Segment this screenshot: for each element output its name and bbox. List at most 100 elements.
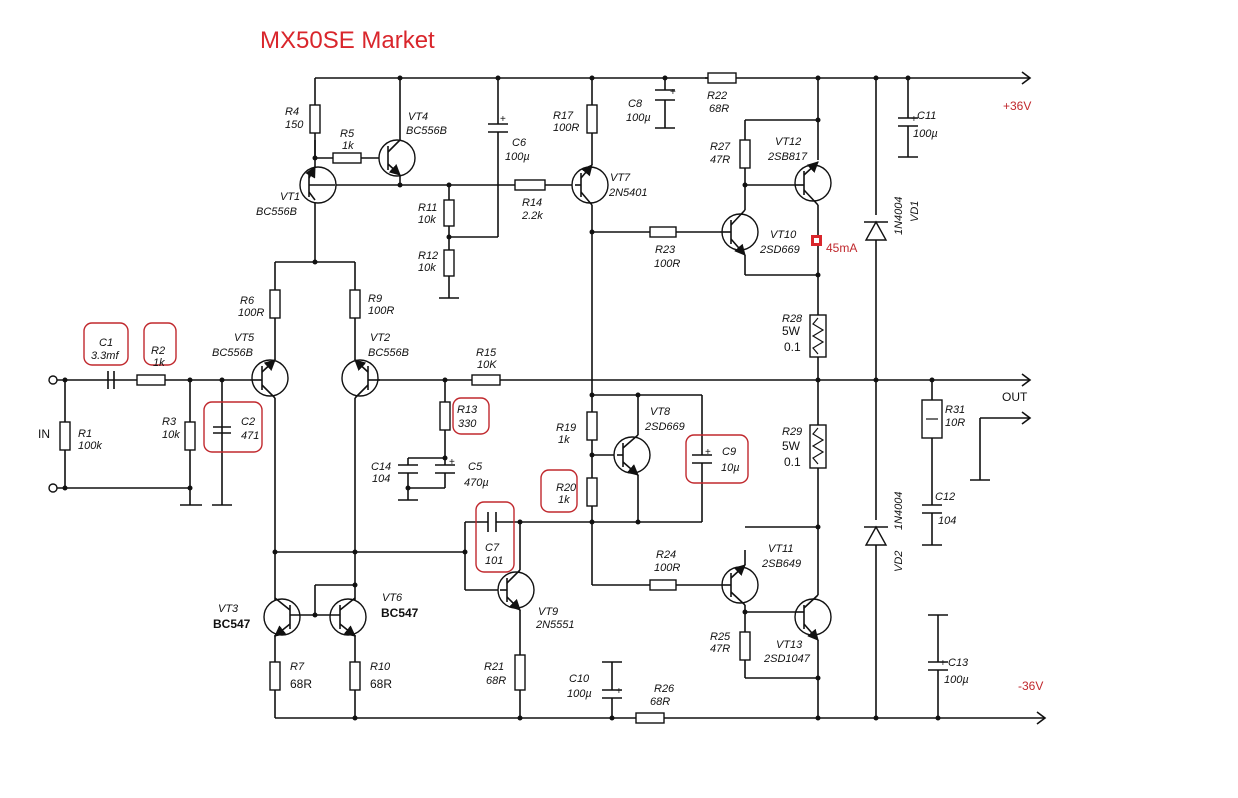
vt4-ref: VT4 (408, 111, 428, 123)
c14-val: 104 (372, 473, 390, 485)
r17-val: 100R (553, 122, 579, 134)
c7-ref: C7 (485, 542, 500, 554)
c9-ref: C9 (722, 446, 736, 458)
r5-ref: R5 (340, 128, 355, 140)
r7-ref: R7 (290, 661, 305, 673)
vt9-val: 2N5551 (535, 619, 575, 631)
svg-text:+: + (500, 114, 506, 125)
r2-val: 1k (153, 357, 165, 369)
svg-text:+: + (911, 114, 917, 125)
vt6-val: BC547 (381, 606, 419, 620)
r10-ref: R10 (370, 661, 391, 673)
r6-val: 100R (238, 307, 264, 319)
svg-text:+: + (449, 457, 455, 468)
c7-val: 101 (485, 555, 503, 567)
r23-ref: R23 (655, 244, 676, 256)
rail-neg-label: -36V (1018, 679, 1043, 693)
c2-ref: C2 (241, 416, 255, 428)
c1-val: 3.3mf (91, 350, 119, 362)
r23-val: 100R (654, 258, 680, 270)
vt10-val: 2SD669 (759, 244, 800, 256)
r5-val: 1k (342, 140, 354, 152)
r24-val: 100R (654, 562, 680, 574)
out-label: OUT (1002, 390, 1028, 404)
r21-ref: R21 (484, 661, 504, 673)
r20-val: 1k (558, 494, 570, 506)
r7-val: 68R (290, 677, 312, 691)
vd1-ref: VD1 (909, 201, 921, 222)
r14-ref: R14 (522, 197, 542, 209)
r26-ref: R26 (654, 683, 675, 695)
c10-ref: C10 (569, 673, 590, 685)
r9-ref: R9 (368, 293, 382, 305)
vt8-ref: VT8 (650, 406, 671, 418)
c13-ref: C13 (948, 657, 969, 669)
c12-val: 104 (938, 515, 956, 527)
vt7-val: 2N5401 (608, 187, 648, 199)
transistors (250, 139, 832, 641)
vd1-val: 1N4004 (893, 196, 905, 235)
vd2-ref: VD2 (893, 551, 905, 572)
r22-ref: R22 (707, 90, 727, 102)
r21-val: 68R (486, 675, 506, 687)
vt13-ref: VT13 (776, 639, 803, 651)
in-label: IN (38, 427, 50, 441)
r28-val: 5W (782, 324, 801, 338)
r25-val: 47R (710, 643, 730, 655)
terminals (48, 71, 1047, 725)
svg-text:+: + (940, 658, 946, 669)
vt11-val: 2SB649 (761, 558, 801, 570)
r29-val2: 0.1 (784, 455, 801, 469)
vt4-val: BC556B (406, 125, 447, 137)
r26-val: 68R (650, 696, 670, 708)
c1-ref: C1 (99, 337, 113, 349)
r29-ref: R29 (782, 426, 802, 438)
vt10-ref: VT10 (770, 229, 797, 241)
r15-ref: R15 (476, 347, 497, 359)
vt8-val: 2SD669 (644, 421, 685, 433)
r31-val: 10R (945, 417, 965, 429)
resistors (59, 72, 943, 724)
labels: +36V -36V IN OUT 45mA C1 3.3mf R2 1k R1 … (38, 90, 1043, 708)
r3-ref: R3 (162, 416, 177, 428)
vt1-ref: VT1 (280, 191, 300, 203)
rail-pos-label: +36V (1003, 99, 1031, 113)
r25-ref: R25 (710, 631, 731, 643)
r31-ref: R31 (945, 404, 965, 416)
svg-text:+: + (705, 447, 711, 458)
r4-val: 150 (285, 119, 304, 131)
r22-val: 68R (709, 103, 729, 115)
r29-val: 5W (782, 439, 801, 453)
vt3-ref: VT3 (218, 603, 239, 615)
r12-val: 10k (418, 262, 436, 274)
vt7-ref: VT7 (610, 172, 631, 184)
junctions (62, 75, 941, 721)
r17-ref: R17 (553, 110, 574, 122)
c11-val: 100µ (913, 128, 938, 140)
vt3-val: BC547 (213, 617, 251, 631)
r6-ref: R6 (240, 295, 255, 307)
c5-val: 470µ (464, 477, 489, 489)
svg-text:+: + (670, 87, 676, 98)
highlights (83, 322, 749, 573)
r11-val: 10k (418, 214, 436, 226)
r19-ref: R19 (556, 422, 576, 434)
c14-ref: C14 (371, 461, 391, 473)
r13-ref: R13 (457, 404, 478, 416)
r1-val: 100k (78, 440, 102, 452)
c10-val: 100µ (567, 688, 592, 700)
r20-ref: R20 (556, 482, 577, 494)
c11-ref: C11 (917, 110, 936, 122)
c5-ref: C5 (468, 461, 483, 473)
r28-ref: R28 (782, 313, 803, 325)
vt13-val: 2SD1047 (763, 653, 811, 665)
vt12-ref: VT12 (775, 136, 801, 148)
r13-val: 330 (458, 418, 477, 430)
vt2-val: BC556B (368, 347, 409, 359)
schematic-title: MX50SE Market (260, 27, 435, 54)
r1-ref: R1 (78, 428, 92, 440)
vd2-val: 1N4004 (893, 491, 905, 530)
current-label: 45mA (826, 241, 857, 255)
r15-val: 10K (477, 359, 497, 371)
